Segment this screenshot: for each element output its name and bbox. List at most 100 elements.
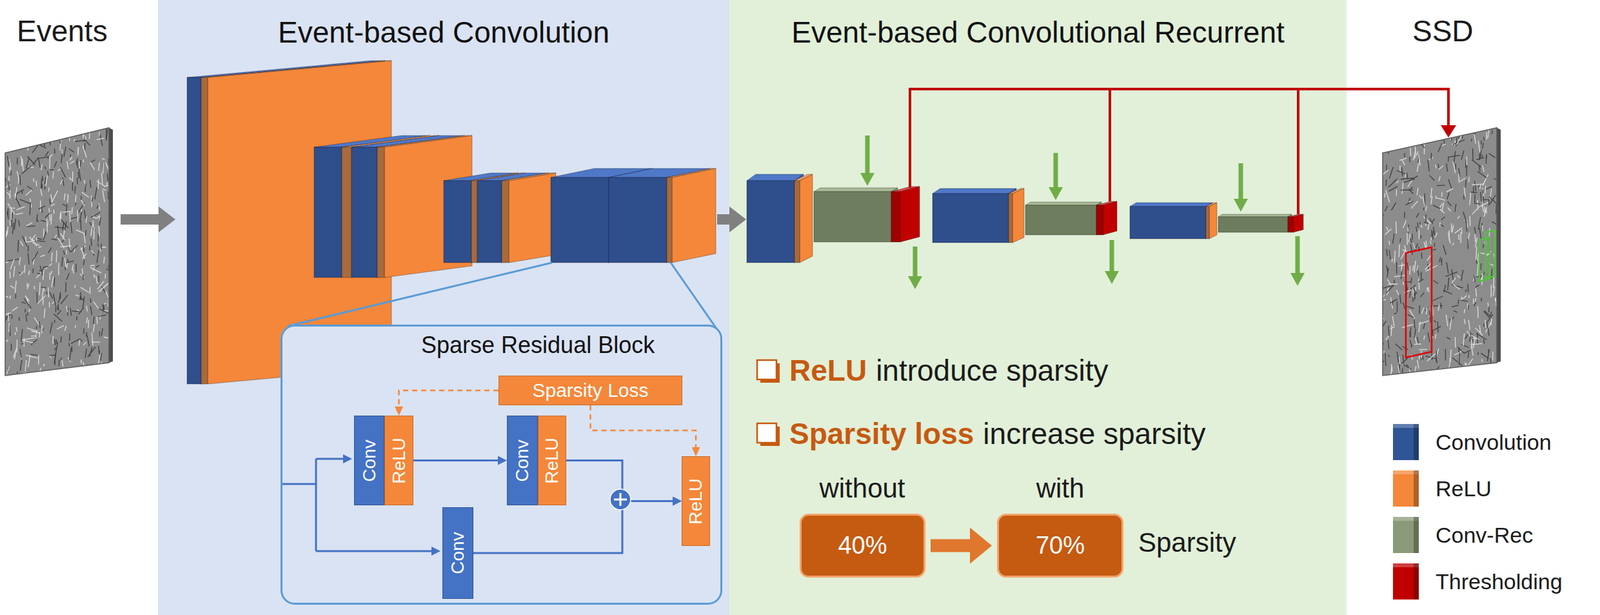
event-stroke [79,338,82,342]
event-stroke [1394,250,1395,264]
block-front [1096,205,1103,235]
event-stroke [1491,318,1493,326]
event-stroke [1453,310,1458,313]
event-stroke [1383,131,1385,139]
event-stroke [1402,281,1404,286]
event-stroke [1463,333,1465,346]
event-stroke [98,314,106,317]
event-stroke [39,321,40,328]
event-stroke [1416,212,1419,218]
event-stroke [80,359,82,364]
box-label: 70% [1035,531,1085,560]
event-stroke [1405,365,1408,368]
event-stroke [52,335,54,344]
event-stroke [1398,365,1401,376]
event-stroke [78,172,79,179]
legend-swatch [1392,423,1419,460]
event-stroke [19,139,28,142]
event-stroke [1418,348,1428,351]
event-stroke [102,190,105,202]
event-stroke [1476,332,1479,344]
event-stroke [62,177,64,186]
event-stroke [1421,307,1424,314]
legend-swatch [1392,516,1419,553]
layer-block [932,188,1017,243]
event-stroke [1385,179,1387,186]
event-stroke [1472,298,1475,304]
layer-block [746,174,804,263]
layer-block [666,168,716,263]
event-stroke [1399,357,1401,367]
event-stroke [27,156,35,165]
event-stroke [1452,161,1456,173]
event-stroke [76,131,78,135]
event-stroke [96,366,100,371]
event-stroke [1441,216,1446,220]
event-stroke [1390,366,1392,380]
event-stroke [78,161,80,169]
event-stroke [69,177,72,180]
event-stroke [41,208,43,213]
event-stroke [1412,265,1415,271]
event-stroke [78,339,80,346]
event-stroke [1461,372,1464,386]
event-stroke [101,158,105,160]
legend-item: Conv-Rec [1392,511,1563,558]
event-stroke [1412,296,1413,302]
event-stroke [1489,153,1496,159]
event-stroke [1435,164,1437,169]
event-stroke [70,216,78,218]
event-stroke [1447,192,1450,200]
event-stroke [1409,290,1411,298]
event-stroke [7,203,15,215]
event-stroke [96,138,104,140]
block-front [341,147,352,278]
event-stroke [49,156,51,169]
block-side [1293,214,1304,233]
event-stroke [1431,196,1433,205]
event-stroke [16,326,17,332]
event-stroke [1418,320,1429,324]
event-stroke [1414,286,1417,291]
block-front [746,180,795,263]
event-stroke [1413,148,1416,159]
event-stroke [66,305,68,313]
event-stroke [82,274,84,280]
event-stroke [1467,305,1469,309]
event-stroke [1474,234,1476,242]
event-stroke [1407,132,1417,137]
event-stroke [96,316,99,324]
event-stroke [53,209,55,214]
event-stroke [1399,158,1407,160]
block-front [501,180,509,263]
event-stroke [1467,351,1469,358]
zoom-line [670,262,718,331]
event-stroke [89,159,95,163]
event-stroke [57,305,59,311]
event-stroke [48,247,52,254]
event-stroke [79,297,84,301]
event-stroke [1407,261,1408,270]
layer-block [1287,214,1304,233]
detection-feed [908,88,1457,215]
event-stroke [1482,187,1485,198]
layer-block [377,135,473,278]
event-stroke [70,160,75,164]
event-stroke [1483,136,1484,141]
box-label: ReLU [543,437,562,484]
event-stroke [32,374,33,387]
block-front [794,180,800,263]
event-stroke [1427,332,1430,342]
event-stroke [76,229,86,234]
event-stroke [1447,201,1452,206]
event-stroke [92,266,95,271]
event-stroke [14,218,16,231]
event-stroke [58,237,65,248]
event-stroke [1406,128,1417,130]
event-stroke [50,270,52,275]
event-stroke [1452,283,1460,289]
box-label: Conv [448,531,467,574]
event-stroke [27,283,30,289]
event-stroke [58,294,61,304]
loss-connector [590,404,697,447]
